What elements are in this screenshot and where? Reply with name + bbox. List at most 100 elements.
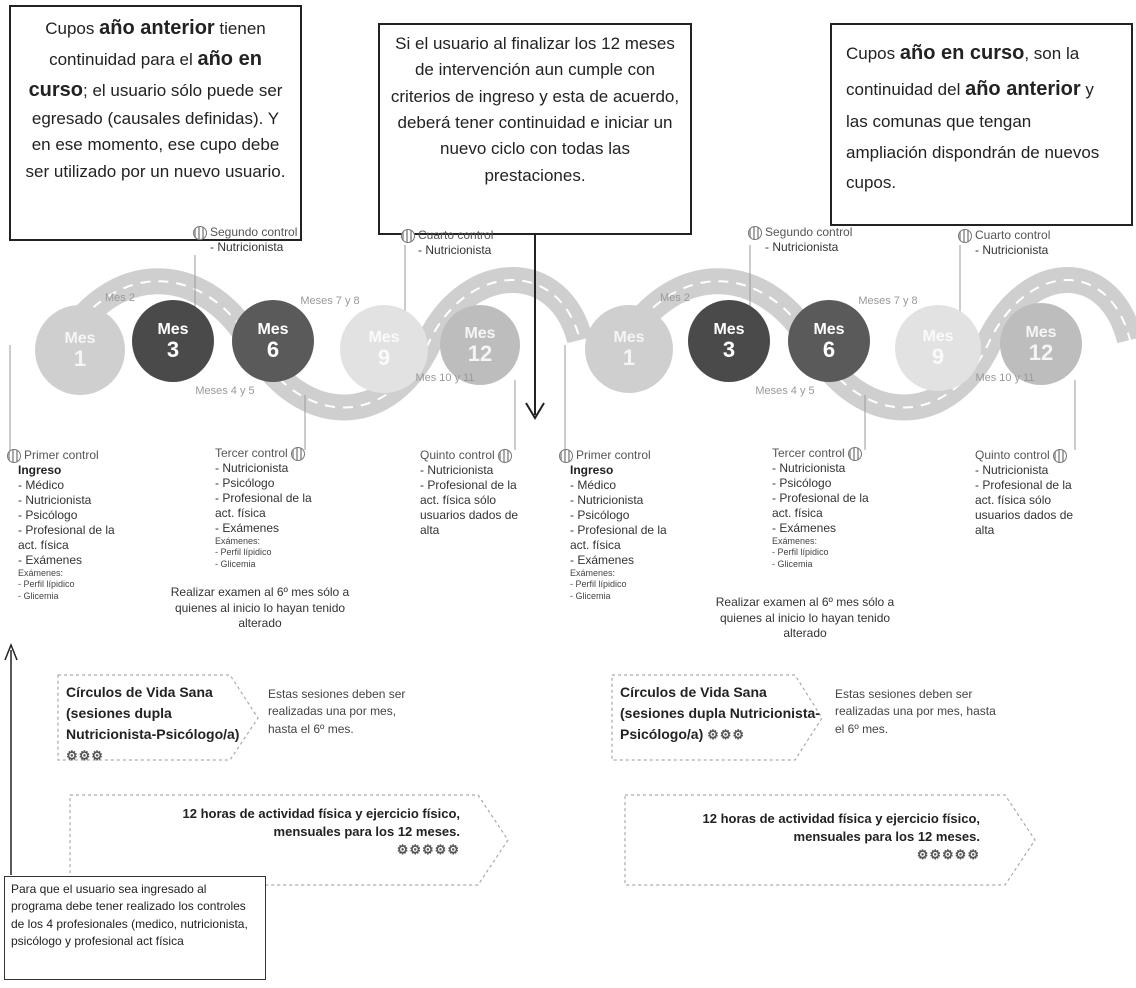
month-label: Mes: [813, 321, 845, 338]
control-item: - Exámenes: [18, 553, 83, 567]
exam-item: - Glicemia: [772, 558, 813, 569]
clipboard-icon: [958, 228, 972, 243]
primer-control: Primer control Ingreso - Médico - Nutric…: [556, 448, 671, 602]
control-title: Quinto control: [975, 448, 1050, 462]
continuity-text: Si el usuario al finalizar los 12 meses …: [390, 34, 680, 185]
control-item: - Profesional de la act. física sólo usu…: [975, 478, 1074, 537]
control-title: Primer control: [576, 448, 651, 462]
circulos-band-left: [57, 674, 259, 761]
cuarto-control: Cuarto control - Nutricionista: [398, 228, 518, 258]
professional-icons: ⚙⚙⚙: [66, 748, 104, 763]
control-item: - Profesional de la act. física: [772, 491, 869, 520]
control-title: Tercer control: [772, 446, 845, 460]
cuarto-control: Cuarto control - Nutricionista: [955, 228, 1085, 258]
text: Cupos: [45, 19, 100, 38]
control-item: - Nutricionista: [765, 240, 839, 254]
road-left-dash: [59, 279, 581, 409]
segment-label: Meses 7 y 8: [300, 295, 360, 307]
month-number: 1: [73, 346, 87, 371]
control-head: Ingreso: [18, 463, 62, 477]
professional-icons: ⚙⚙⚙⚙⚙: [396, 842, 460, 858]
text-bold: año en curso: [899, 42, 1025, 64]
exam-head: Exámenes:: [215, 536, 261, 546]
clipboard-icon: [497, 448, 512, 463]
month-circle-12: Mes 12: [1000, 303, 1082, 385]
hours-note: 12 horas de actividad física y ejercicio…: [700, 810, 980, 865]
month-label: Mes: [257, 321, 289, 338]
tercer-control: Tercer control - Nutricionista - Psicólo…: [215, 446, 325, 570]
control-item: - Nutricionista: [772, 461, 846, 475]
segment-label: Mes 10 y 11: [975, 372, 1035, 384]
circulos-title-text: Círculos de Vida Sana (sesiones dupla Nu…: [620, 684, 820, 742]
control-item: - Profesional de la act. física: [18, 523, 115, 552]
professional-icons: ⚙⚙⚙⚙⚙: [916, 847, 980, 863]
road-right: [608, 267, 1136, 421]
month-circle-3: Mes 3: [688, 300, 770, 382]
text-bold: año anterior: [99, 17, 215, 39]
clipboard-icon: [748, 225, 762, 240]
control-item: - Médico: [18, 478, 65, 492]
control-item: - Exámenes: [570, 553, 635, 567]
primer-control: Primer control Ingreso - Médico - Nutric…: [4, 448, 119, 602]
hours-text: 12 horas de actividad física y ejercicio…: [702, 811, 980, 845]
control-title: Segundo control: [210, 225, 298, 239]
hours-note: 12 horas de actividad física y ejercicio…: [150, 805, 460, 860]
control-item: - Psicólogo: [18, 508, 78, 522]
month-label: Mes: [1025, 324, 1057, 341]
month-circle-6: Mes 6: [232, 300, 314, 382]
circulos-title: Círculos de Vida Sana (sesiones dupla Nu…: [620, 682, 820, 745]
exam-head: Exámenes:: [772, 536, 818, 546]
exam-head: Exámenes:: [570, 568, 616, 578]
exam-item: - Perfil lípidico: [772, 547, 829, 558]
admission-note-box: Para que el usuario sea ingresado al pro…: [4, 876, 266, 980]
exam-item: - Perfil lípidico: [215, 547, 272, 558]
exam-item: - Glicemia: [18, 590, 59, 601]
quinto-control: Quinto control - Nutricionista - Profesi…: [420, 448, 530, 538]
control-title: Tercer control: [215, 446, 288, 460]
clipboard-icon: [1052, 448, 1067, 463]
text: ; el usuario sólo puede ser egresado (ca…: [25, 81, 286, 181]
text-bold: año anterior: [965, 78, 1081, 100]
text: Cupos: [846, 44, 900, 63]
month-circle-9: Mes 9: [340, 305, 428, 393]
control-item: - Psicólogo: [215, 476, 275, 490]
control-item: - Médico: [570, 478, 617, 492]
professional-icons: ⚙⚙⚙: [707, 727, 746, 742]
control-item: - Exámenes: [772, 521, 837, 535]
month-number: 9: [931, 344, 945, 369]
control-item: - Nutricionista: [975, 463, 1049, 477]
segment-label: Meses 7 y 8: [858, 295, 918, 307]
control-item: - Nutricionista: [570, 493, 644, 507]
control-item: - Profesional de la act. física: [570, 523, 667, 552]
month-circle-9: Mes 9: [895, 305, 981, 391]
month-label: Mes: [368, 329, 400, 346]
control-title: Quinto control: [420, 448, 495, 462]
month-label: Mes: [464, 325, 496, 342]
admission-note-text: Para que el usuario sea ingresado al pro…: [11, 882, 248, 949]
segment-label: Meses 4 y 5: [195, 385, 255, 397]
clipboard-icon: [847, 446, 862, 461]
month-circle-3: Mes 3: [132, 300, 214, 382]
control-item: - Psicólogo: [772, 476, 832, 490]
control-item: - Nutricionista: [18, 493, 92, 507]
clipboard-icon: [401, 228, 415, 243]
circulos-note: Estas sesiones deben ser realizadas una …: [268, 687, 406, 736]
control-item: - Profesional de la act. física sólo usu…: [420, 478, 519, 537]
circulos-title: Círculos de Vida Sana (sesiones dupla Nu…: [66, 682, 256, 766]
segment-label: Meses 4 y 5: [755, 385, 815, 397]
month-label: Mes: [157, 321, 189, 338]
current-year-quota-box: Cupos año en curso, son la continuidad d…: [830, 23, 1133, 226]
month-circle-1: Mes 1: [585, 305, 673, 393]
month-number: 6: [266, 337, 280, 362]
quinto-control: Quinto control - Nutricionista - Profesi…: [975, 448, 1085, 538]
month-number: 12: [1028, 340, 1054, 365]
exam-item: - Perfil lípidico: [18, 579, 75, 590]
month-label: Mes: [64, 330, 96, 347]
exam-note: Realizar examen al 6º mes sólo a quienes…: [715, 595, 895, 641]
clipboard-icon: [559, 448, 573, 463]
control-title: Cuarto control: [418, 228, 494, 242]
month-label: Mes: [713, 321, 745, 338]
clipboard-icon: [193, 225, 207, 240]
control-item: - Exámenes: [215, 521, 280, 535]
circulos-band-right: [611, 674, 823, 761]
